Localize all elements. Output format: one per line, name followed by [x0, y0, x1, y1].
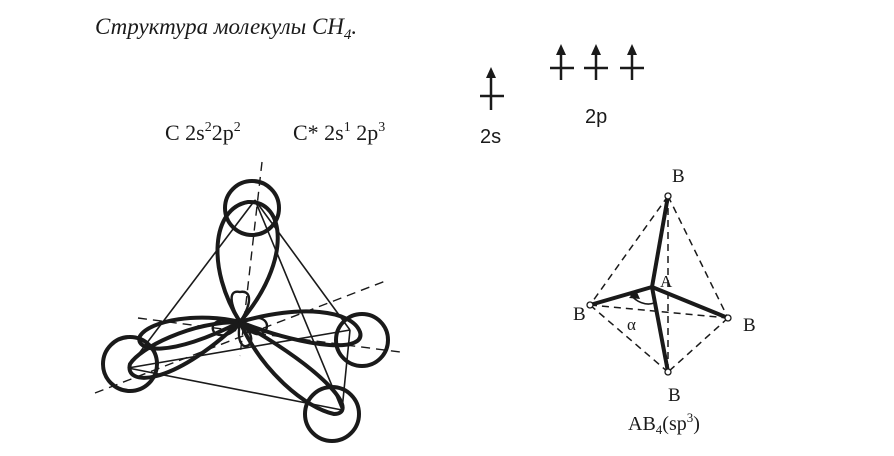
spin-up-arrow-icon: [486, 67, 496, 78]
sp3-orbital-model: [94, 161, 401, 443]
tetra-dashed-edges: [589, 195, 729, 373]
spin-up-arrow-icon: [591, 44, 601, 55]
h-atom-left: [101, 335, 159, 393]
ab4-caption: AB4(sp3): [628, 410, 700, 437]
angle-label: α: [627, 315, 636, 334]
angle-arrow-icon: [629, 290, 640, 299]
vertex-label-top: B: [672, 166, 685, 187]
ab4-tetrahedron: [586, 192, 732, 376]
center-label: A: [660, 272, 673, 291]
hybrid-lobes: [127, 199, 363, 417]
page-title: Структура молекулы CH4.: [95, 14, 357, 43]
tetra-vertices: [586, 192, 732, 376]
vertex-label-left: B: [573, 304, 586, 325]
h-atom-top: [223, 179, 281, 237]
orbital-2s-box: [480, 67, 504, 110]
ground-state-config: C 2s22p2: [165, 120, 241, 145]
tetra-bonds: [589, 195, 729, 373]
orbital-2s-label: 2s: [480, 126, 501, 148]
small-lobes: [211, 290, 269, 348]
vertex-label-right: B: [743, 315, 756, 336]
excited-state-config: C* 2s1 2p3: [293, 120, 385, 145]
spin-up-arrow-icon: [556, 44, 566, 55]
spin-up-arrow-icon: [627, 44, 637, 55]
vertex-label-bottom: B: [668, 385, 681, 406]
orbital-2p-box: [550, 44, 644, 80]
axis-lines: [94, 161, 401, 394]
hydrogen-spheres: [101, 179, 390, 443]
h-atom-right: [334, 312, 390, 368]
h-atom-bottom: [303, 385, 361, 443]
orbital-2p-label: 2p: [585, 106, 607, 128]
